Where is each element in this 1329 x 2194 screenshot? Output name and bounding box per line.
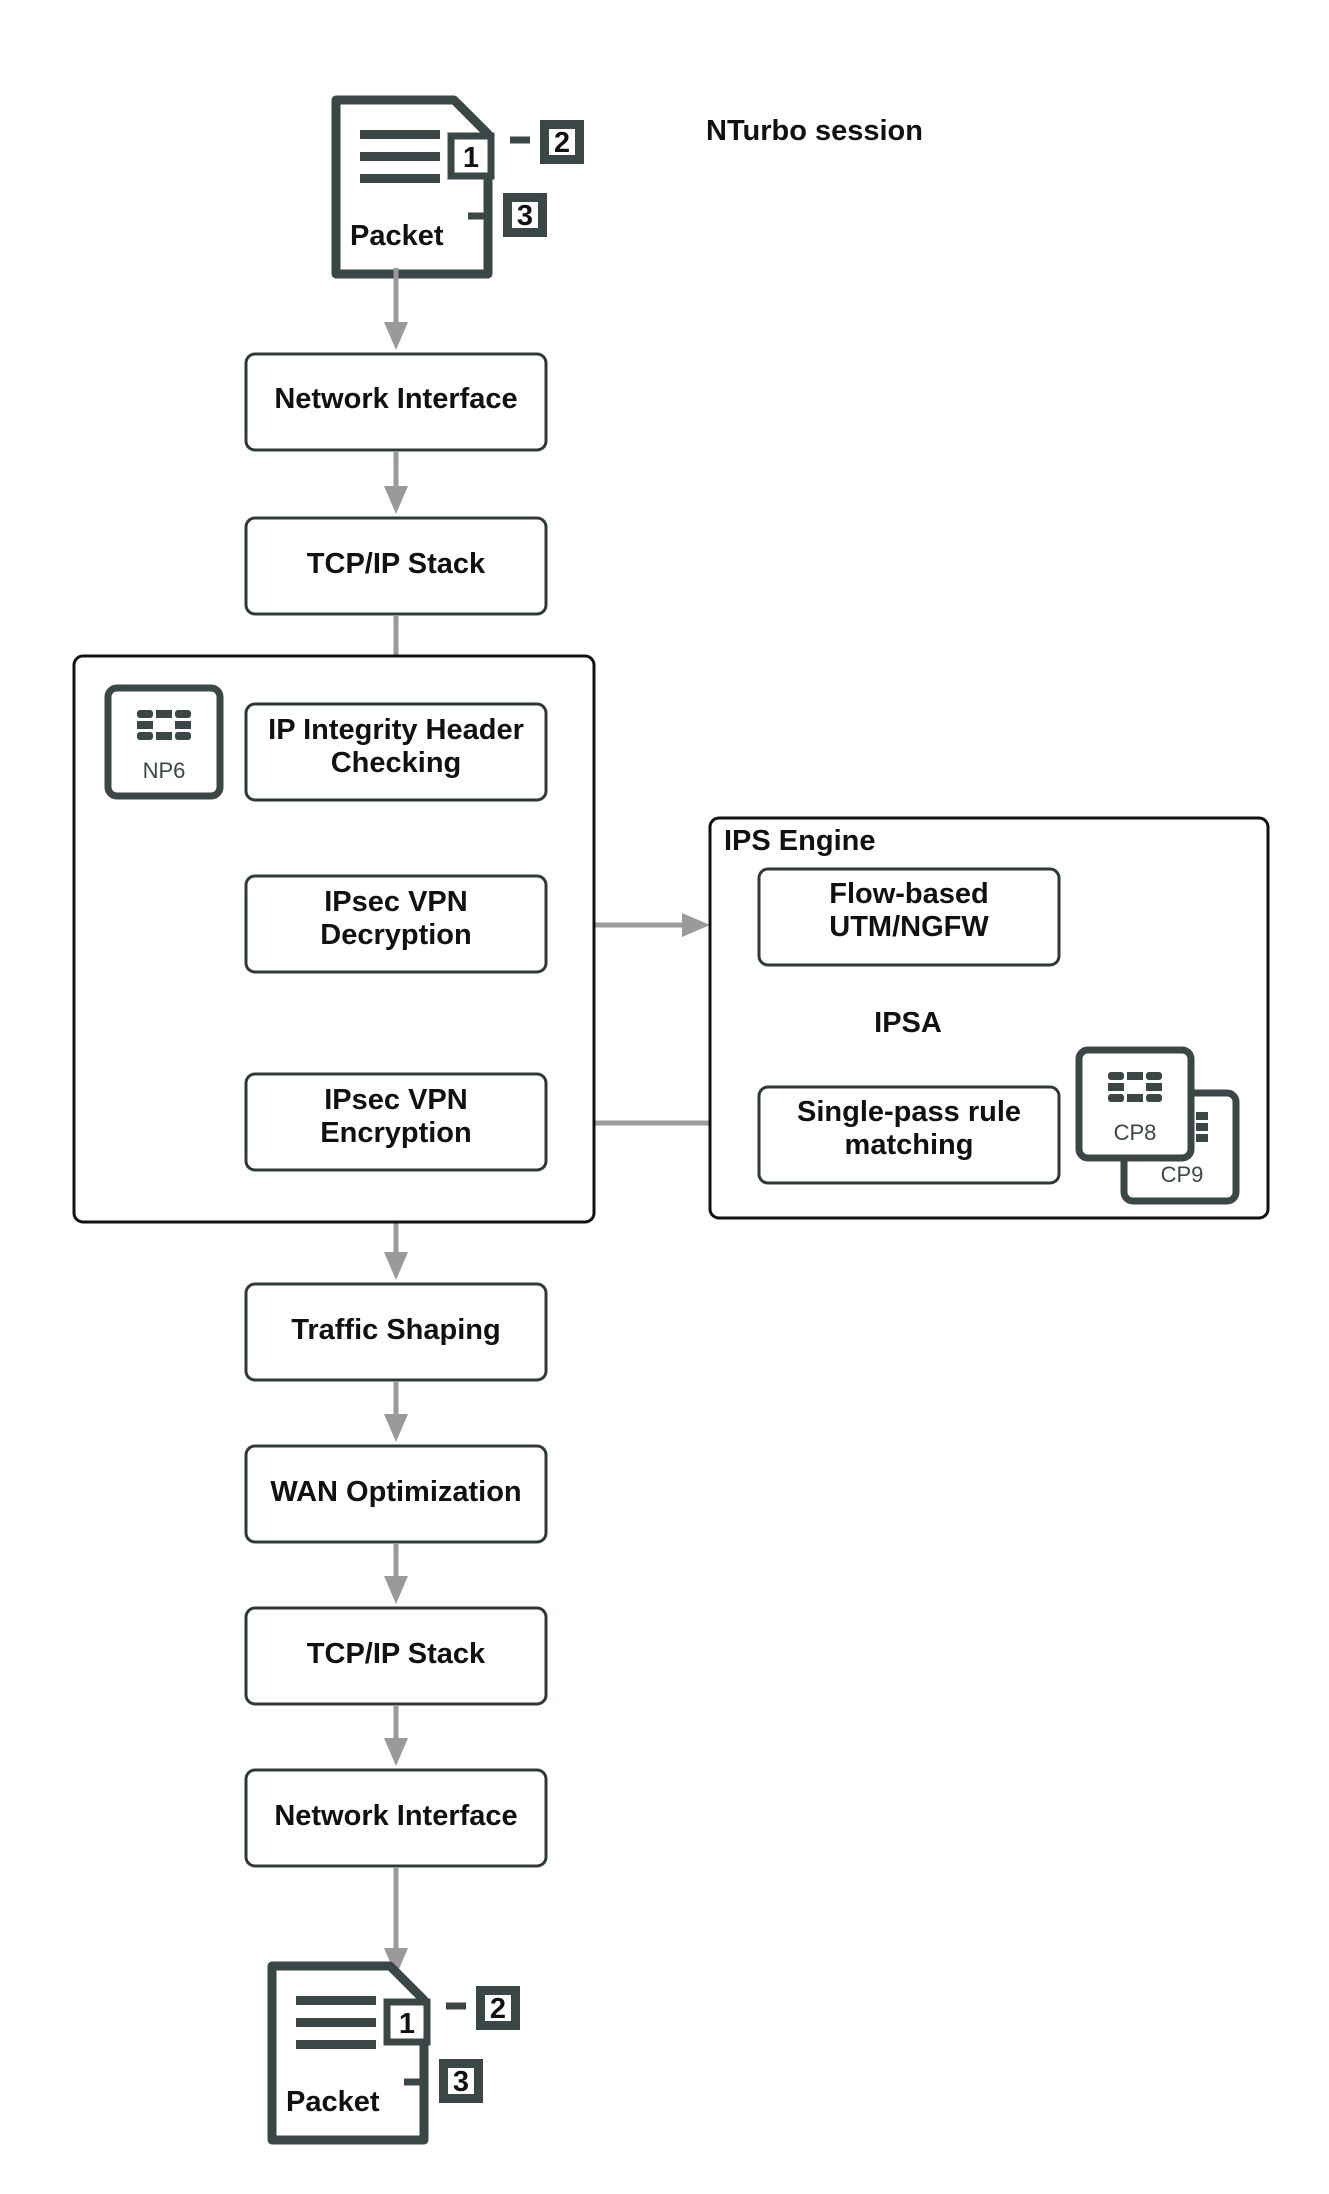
- tcpip-stack-in-box: [244, 516, 548, 616]
- ipsec-encryption-line-2: Encryption: [320, 1117, 471, 1149]
- packet-bottom-badge-3: 3: [453, 2066, 469, 2098]
- packet-bottom-label: Packet: [286, 2086, 380, 2118]
- packet-top-icon: Packet 1 2 3: [336, 100, 584, 274]
- ipsa-label: IPSA: [874, 1007, 942, 1039]
- ipsec-encryption-box: [244, 1072, 548, 1172]
- traffic-shaping-label: Traffic Shaping: [291, 1314, 500, 1346]
- ip-integrity-box: [244, 702, 548, 802]
- packet-bottom-badge-1: 1: [399, 2008, 415, 2040]
- tcpip-stack-in-label: TCP/IP Stack: [307, 548, 486, 580]
- ipsec-encryption-line-1: IPsec VPN: [324, 1084, 467, 1116]
- wan-optimization-box: [244, 1444, 548, 1544]
- flow-based-line-1: Flow-based: [829, 878, 989, 910]
- ips-engine-title: IPS Engine: [724, 825, 875, 857]
- traffic-shaping-box: [244, 1282, 548, 1382]
- packet-top-badge-1: 1: [463, 142, 479, 174]
- diagram-title: NTurbo session: [706, 115, 923, 147]
- single-pass-box: [757, 1085, 1061, 1185]
- network-interface-out-box: [244, 1768, 548, 1868]
- np6-chip-icon: NP6: [104, 684, 224, 800]
- flow-based-box: [757, 867, 1061, 967]
- packet-top-badge-2: 2: [554, 127, 570, 159]
- network-interface-in-label: Network Interface: [274, 383, 517, 415]
- cp8-chip-icon: CP8: [1075, 1046, 1195, 1162]
- network-interface-in-box: [244, 352, 548, 452]
- network-interface-out-label: Network Interface: [274, 1800, 517, 1832]
- packet-bottom-badge-2: 2: [490, 1993, 506, 2025]
- tcpip-stack-out-box: [244, 1606, 548, 1706]
- wan-optimization-label: WAN Optimization: [270, 1476, 521, 1508]
- packet-top-label: Packet: [350, 220, 444, 252]
- packet-top-badge-3: 3: [517, 200, 533, 232]
- single-pass-line-2: matching: [845, 1129, 974, 1161]
- flow-based-line-2: UTM/NGFW: [829, 911, 989, 943]
- ip-integrity-line-2: Checking: [331, 747, 462, 779]
- ipsec-decryption-line-2: Decryption: [320, 919, 471, 951]
- ipsec-decryption-box: [244, 874, 548, 974]
- np6-chip-label: NP6: [143, 758, 186, 783]
- cp8-chip-label: CP8: [1114, 1120, 1157, 1145]
- tcpip-stack-out-label: TCP/IP Stack: [307, 1638, 486, 1670]
- cp9-chip-label: CP9: [1161, 1162, 1204, 1187]
- single-pass-line-1: Single-pass rule: [797, 1096, 1021, 1128]
- ipsec-decryption-line-1: IPsec VPN: [324, 886, 467, 918]
- ip-integrity-line-1: IP Integrity Header: [268, 714, 524, 746]
- packet-bottom-icon: Packet 1 2 3: [272, 1966, 520, 2140]
